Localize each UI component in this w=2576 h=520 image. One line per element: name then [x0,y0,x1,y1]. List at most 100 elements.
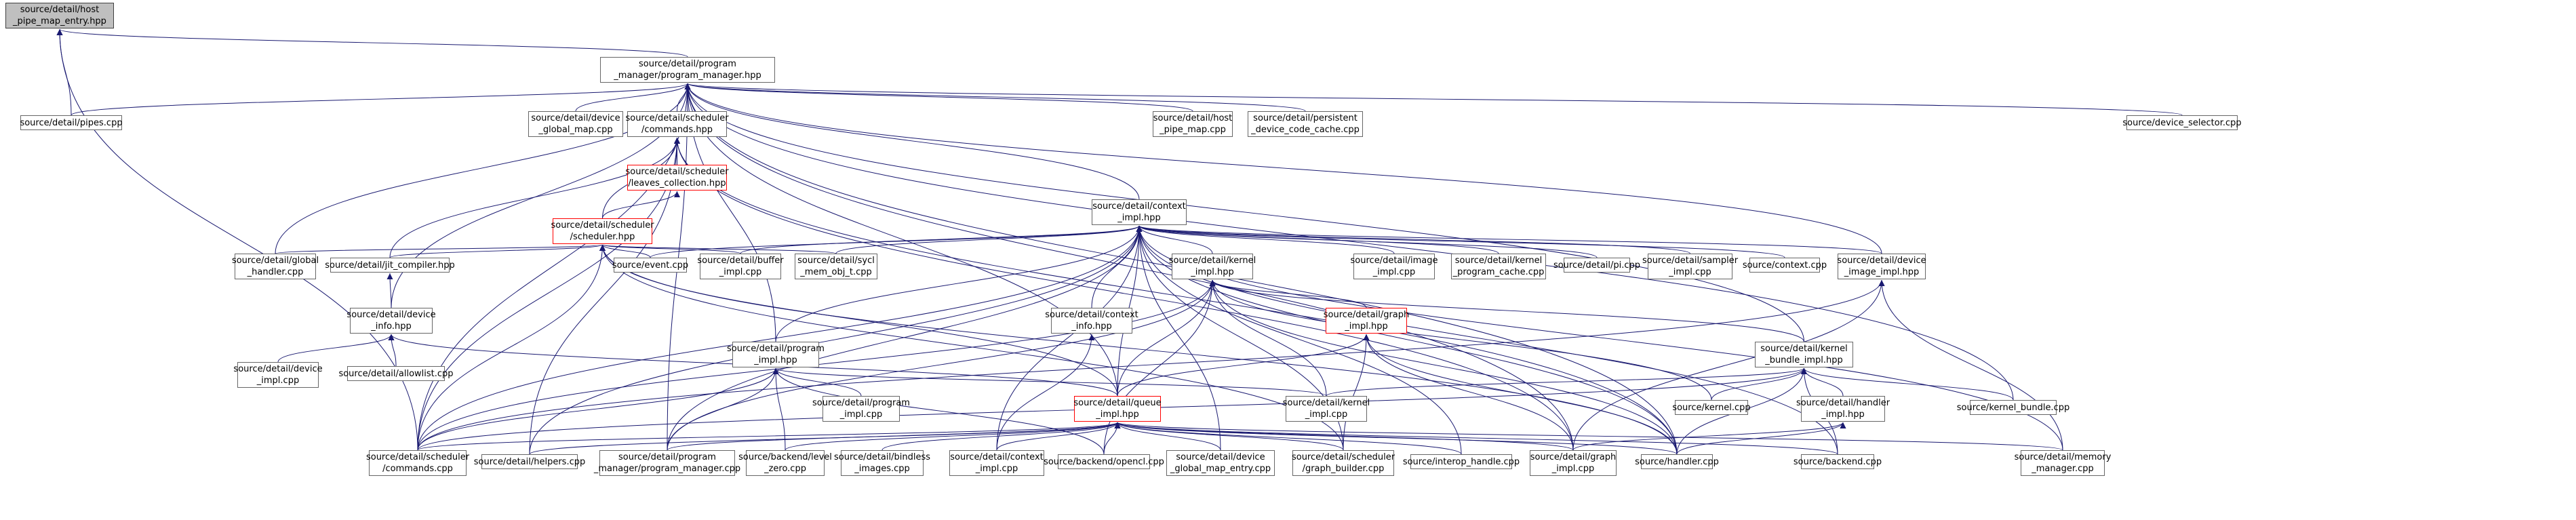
graph-node[interactable]: source/kernel.cpp [1672,400,1751,415]
dependency-edge [1117,334,1370,397]
graph-node[interactable]: source/detail/pipes.cpp [20,115,123,130]
dependency-edge [772,367,1105,455]
dependency-edge [599,244,741,254]
dependency-edge [684,83,1882,254]
graph-node[interactable]: source/detail/queue _impl.hpp [1073,396,1162,422]
graph-node[interactable]: source/detail/program _impl.cpp [812,396,910,422]
graph-node[interactable]: source/detail/device _global_map.cpp [528,111,623,137]
graph-node[interactable]: source/detail/program _manager/program_m… [594,450,740,476]
graph-node[interactable]: source/detail/pi.cpp [1553,258,1640,273]
graph-node[interactable]: source/detail/global _handler.cpp [232,254,319,279]
dependency-edge [740,225,1143,254]
dependency-edge [1363,334,1678,455]
graph-node[interactable]: source/detail/host _pipe_map.cpp [1153,111,1233,137]
graph-node[interactable]: source/detail/helpers.cpp [474,454,585,469]
graph-node[interactable]: source/detail/context _impl.cpp [949,450,1044,476]
graph-node[interactable]: source/detail/context _info.hpp [1045,308,1138,334]
dependency-edge [1572,422,1846,451]
graph-node[interactable]: source/detail/scheduler /leaves_collecti… [625,165,729,191]
dependency-edge [575,83,691,112]
dependency-edge [772,367,862,397]
dependency-edge [1114,422,1221,451]
dependency-edge [996,225,1143,451]
graph-node[interactable]: source/detail/scheduler /commands.cpp [366,450,469,476]
graph-node[interactable]: source/detail/jit_compiler.hpp [325,258,455,273]
graph-node[interactable]: source/handler.cpp [1635,454,1719,469]
dependency-edge [685,83,2183,116]
dependency-edge [529,225,1143,455]
graph-node[interactable]: source/detail/sampler _impl.cpp [1642,254,1738,279]
graph-node[interactable]: source/backend/level _zero.cpp [738,450,832,476]
dependency-edge [684,83,1140,200]
dependency-edge [1114,422,1678,455]
graph-node[interactable]: source/device_selector.cpp [2122,115,2242,130]
dependency-edge [684,83,1804,342]
graph-node[interactable]: source/detail/device _image_impl.hpp [1837,254,1926,279]
dependency-edge [417,225,1143,451]
dependency-edge [56,28,688,58]
dependency-edge [1136,225,1598,258]
graph-node[interactable]: source/detail/kernel _impl.cpp [1283,396,1370,422]
graph-node[interactable]: source/detail/context _impl.hpp [1092,199,1187,225]
dependency-edge [1117,279,1216,397]
graph-node[interactable]: source/detail/buffer _impl.cpp [697,254,784,279]
dependency-edge [387,273,393,308]
graph-node[interactable]: source/detail/device _global_map_entry.c… [1166,450,1275,476]
dependency-edge [1136,225,1690,254]
dependency-edge [389,244,606,258]
dependency-edge [835,225,1143,254]
graph-node[interactable]: source/detail/persistent _device_code_ca… [1248,111,1363,137]
graph-node[interactable]: source/detail/device _info.hpp [346,308,436,334]
dependency-edge [1114,422,1462,455]
graph-node[interactable]: source/detail/kernel _impl.hpp [1169,254,1256,279]
graph-node[interactable]: source/context.cpp [1743,258,1827,273]
graph-node[interactable]: source/detail/bindless _images.cpp [834,450,930,476]
graph-node[interactable]: source/backend/opencl.cpp [1044,454,1164,469]
graph-node[interactable]: source/detail/scheduler /scheduler.hpp [551,218,654,244]
dependency-edge [674,137,1574,451]
dependency-edge [529,137,680,455]
graph-node[interactable]: source/detail/program _manager/program_m… [600,57,775,83]
graph-node[interactable]: source/detail/kernel _bundle_impl.hpp [1755,342,1853,367]
dependency-edge [667,422,1121,451]
dependency-edge [389,137,680,258]
dependency-edge [667,279,1216,451]
graph-node[interactable]: source/detail/scheduler /graph_builder.c… [1292,450,1395,476]
dependency-edge [996,334,1095,451]
graph-node[interactable]: source/event.cpp [612,258,688,273]
dependency-edge [1572,279,1885,451]
graph-node[interactable]: source/detail/memory _manager.cpp [2015,450,2111,476]
graph-node[interactable]: source/detail/allowlist.cpp [338,366,454,381]
graph-node[interactable]: source/backend.cpp [1794,454,1882,469]
dependency-edge [277,334,395,363]
graph-node[interactable]: source/detail/kernel _program_cache.cpp [1451,254,1546,279]
graph-node[interactable]: source/detail/graph _impl.cpp [1530,450,1617,476]
graph-node[interactable]: source/detail/scheduler /commands.hpp [625,111,729,137]
dependency-edge [1801,367,2014,401]
graph-node[interactable]: source/detail/image _impl.cpp [1351,254,1438,279]
dependency-edge [417,137,680,451]
graph-node[interactable]: source/detail/graph _impl.hpp [1324,308,1409,334]
graph-node[interactable]: source/interop_handle.cpp [1403,454,1520,469]
dependency-edge [417,367,779,451]
graph-node[interactable]: source/detail/sycl _mem_obj_t.cpp [795,254,877,279]
dependency-edge [1136,225,1221,451]
dependency-edge [417,422,1121,451]
graph-node[interactable]: source/detail/device _impl.cpp [233,362,323,388]
dependency-edge [772,367,1327,397]
dependency-edge [1136,225,1678,455]
graph-node[interactable]: source/detail/handler _impl.hpp [1796,396,1890,422]
dependency-edge [417,279,1885,451]
dependency-edge [1136,225,1395,254]
dependency-edge [602,191,680,219]
dependency-edge [1136,225,1462,455]
graph-node[interactable]: source/kernel_bundle.cpp [1957,400,2069,415]
dependency-edge [1103,279,1216,455]
graph-node[interactable]: source/detail/program _impl.hpp [727,342,825,367]
dependency-edge [684,83,1574,451]
dependency-edge [674,137,1678,455]
dependency-edge [1878,279,2063,451]
dependency-edge [1676,422,1846,455]
dependency-edge [1209,279,1327,397]
